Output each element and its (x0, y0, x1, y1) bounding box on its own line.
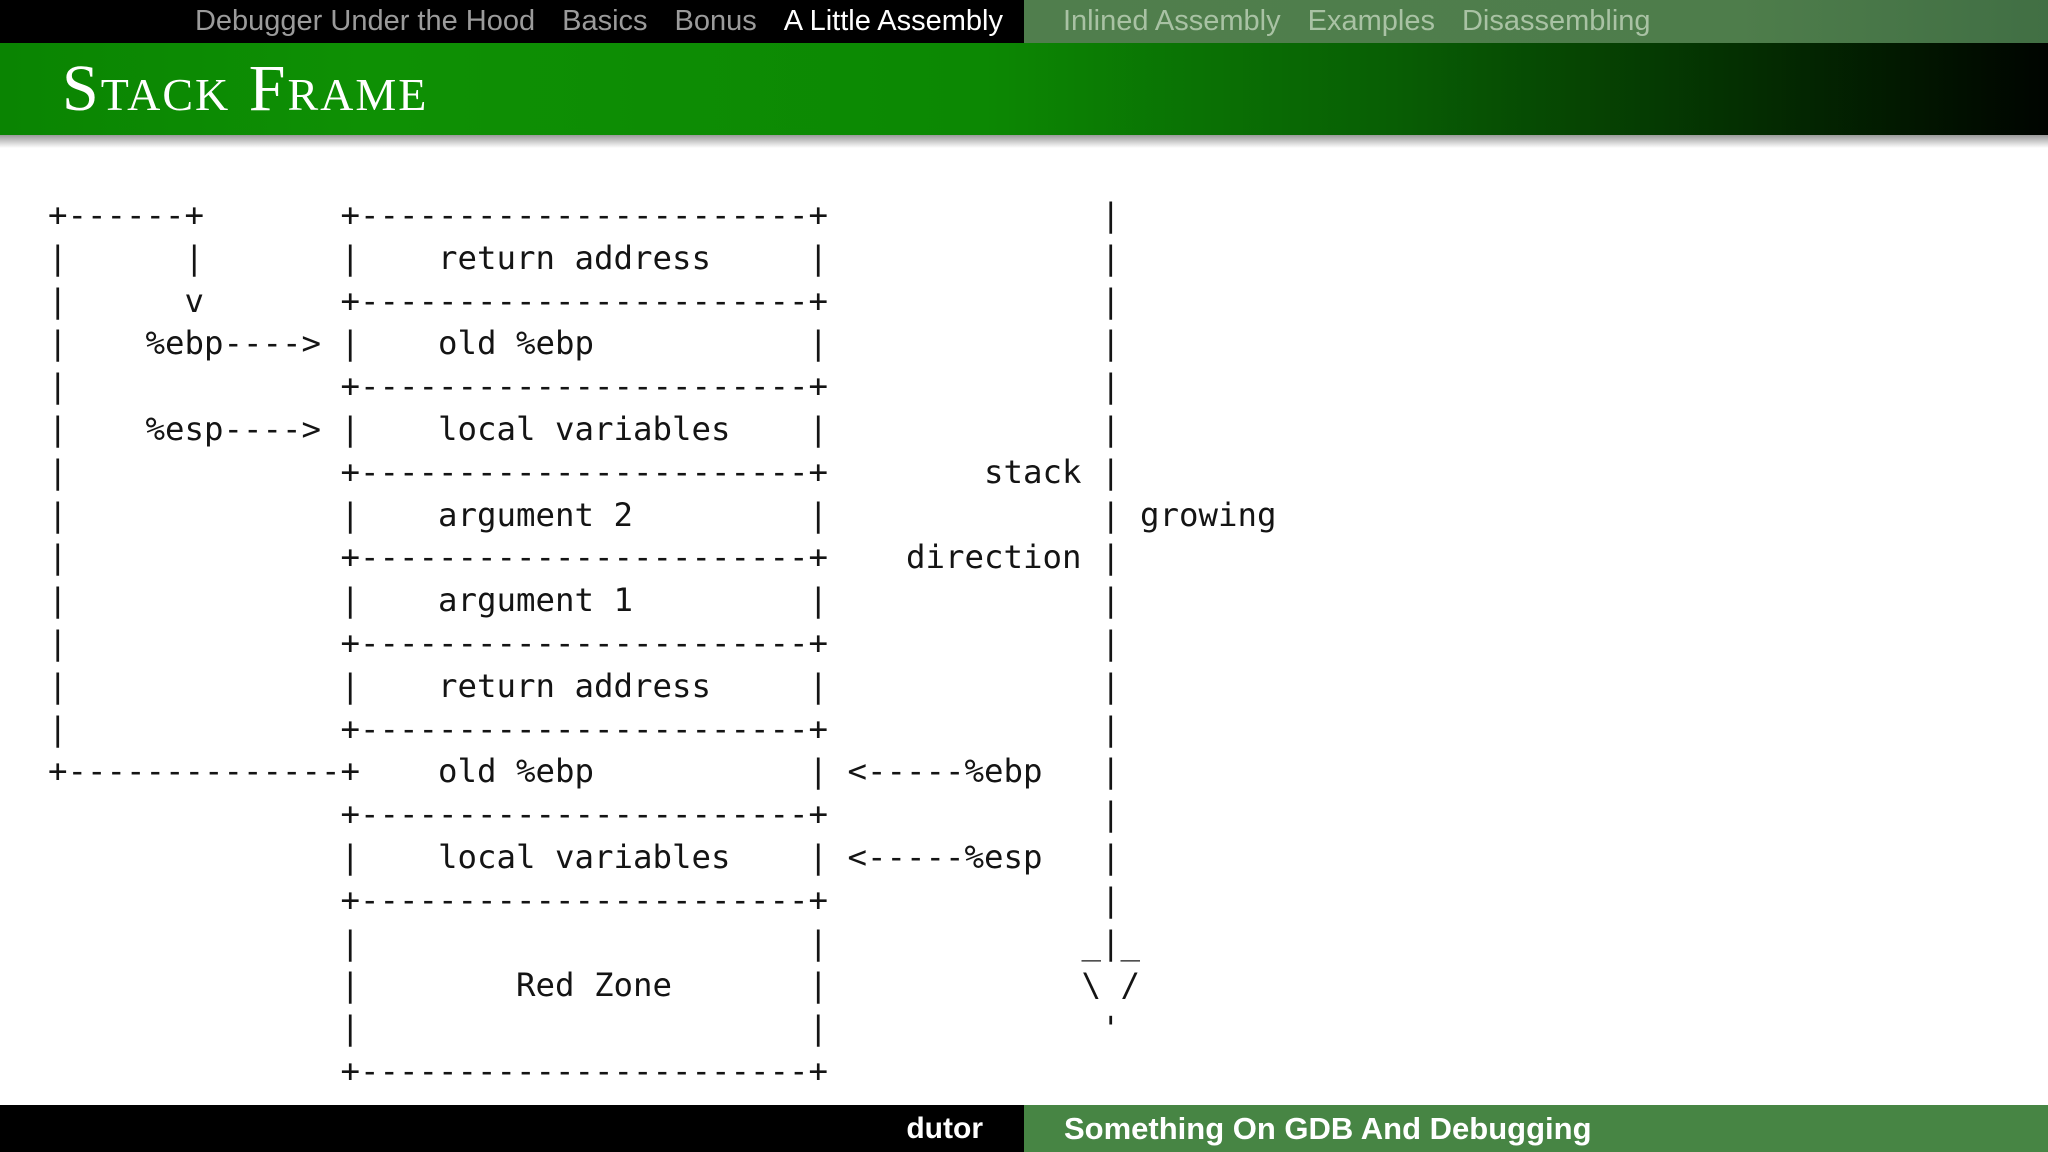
ascii-diagram: +------+ +-----------------------+ | | |… (48, 196, 1277, 1090)
footer-author: dutor (906, 1111, 983, 1145)
nav-item-basics[interactable]: Basics (562, 5, 648, 37)
top-navigation-bar: Debugger Under the Hood Basics Bonus A Litt… (0, 0, 2048, 43)
nav-item-examples[interactable]: Examples (1307, 5, 1435, 37)
nav-item-disassembling[interactable]: Disassembling (1461, 5, 1651, 37)
nav-item-a-little-assembly[interactable]: A Little Assembly (783, 5, 1003, 37)
footer-author-section: dutor (0, 1105, 1024, 1152)
nav-item-bonus[interactable]: Bonus (674, 5, 757, 37)
page-title: Stack Frame (62, 52, 429, 125)
title-bar-shadow (0, 135, 2048, 148)
footer-bar: dutor Something On GDB And Debugging (0, 1105, 2048, 1152)
footer-title-section: Something On GDB And Debugging (1024, 1105, 2048, 1152)
footer-presentation-title: Something On GDB And Debugging (1064, 1110, 1592, 1146)
title-bar: Stack Frame (0, 43, 2048, 135)
nav-item-debugger-under-the-hood[interactable]: Debugger Under the Hood (194, 5, 536, 37)
nav-right-section: Inlined Assembly Examples Disassembling (1024, 0, 2048, 43)
nav-left-section: Debugger Under the Hood Basics Bonus A Litt… (0, 0, 1024, 43)
nav-item-inlined-assembly[interactable]: Inlined Assembly (1063, 5, 1281, 37)
